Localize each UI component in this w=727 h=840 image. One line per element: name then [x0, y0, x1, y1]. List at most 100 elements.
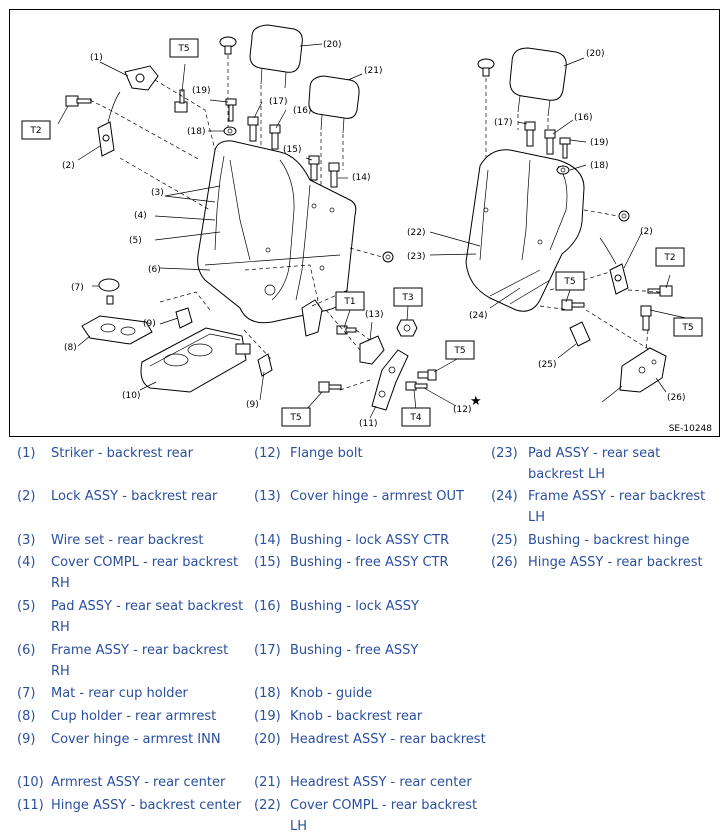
striker-backrest-rear	[124, 65, 159, 91]
callout-9-b: (9)	[246, 400, 259, 410]
callout-24: (24)	[469, 311, 487, 321]
legend-item-number: (12)	[254, 446, 281, 461]
washer-mid	[382, 251, 394, 263]
knob-guide-18-right	[556, 165, 570, 175]
washer-right	[618, 210, 630, 222]
legend-item-number: (2)	[17, 489, 36, 504]
callout-17-right: (17)	[494, 118, 512, 128]
torque-box-t2-left: T2	[29, 126, 41, 136]
legend-item: (26)Hinge ASSY - rear backrest	[491, 552, 718, 596]
nut-t3	[396, 319, 418, 337]
legend-item-text: Striker - backrest rear	[51, 446, 193, 461]
center-hinge-bracket	[301, 299, 323, 337]
callout-21: (21)	[364, 66, 382, 76]
bushing-free-ctr-15	[308, 155, 320, 181]
callout-1: (1)	[90, 53, 103, 63]
torque-box-t1: T1	[343, 297, 355, 307]
cover-hinge-armrest-out	[359, 335, 385, 365]
callout-17-left: (17)	[269, 97, 287, 107]
legend-item-number: (18)	[254, 686, 281, 701]
callout-16-right: (16)	[574, 113, 592, 123]
legend-item-number: (22)	[254, 798, 281, 813]
legend-item-text: Bushing - free ASSY	[290, 643, 419, 658]
callout-25: (25)	[538, 360, 556, 370]
diagram-canvas: (1) (2) (3) (4) (5) (6) (7) (8) (9) (9) …	[21, 24, 712, 434]
callout-11: (11)	[359, 419, 377, 429]
legend-item-number: (20)	[254, 732, 281, 747]
legend-item-text: Hinge ASSY - rear backrest	[528, 555, 703, 570]
bushing-backrest-hinge	[569, 321, 591, 347]
legend-item-text: Headrest ASSY - rear center	[290, 775, 472, 790]
callout-26: (26)	[667, 393, 685, 403]
callout-5: (5)	[129, 236, 142, 246]
torque-box-t5-striker: T5	[177, 44, 189, 54]
legend-item-text: Lock ASSY - backrest rear	[51, 489, 218, 504]
headrest-rear-center	[308, 75, 360, 134]
legend-item-number: (3)	[17, 533, 36, 548]
legend-item-number: (25)	[491, 533, 518, 548]
callout-3: (3)	[151, 188, 164, 198]
legend-item: (22)Cover COMPL - rear backrest LH	[254, 795, 486, 839]
cup-holder-rear-armrest	[81, 315, 153, 345]
callout-12: (12)	[453, 405, 471, 415]
legend-item-text: Armrest ASSY - rear center	[51, 775, 226, 790]
torque-boxes: T5 T2 T1 T3 T5 T4 T5 T5 T2 T5	[21, 38, 703, 427]
legend-item: (17) Bushing - free ASSY	[254, 640, 486, 684]
callout-20-right: (20)	[586, 49, 604, 59]
bolt-t2-right	[647, 285, 673, 297]
callout-20-left: (20)	[323, 40, 341, 50]
bushing-free-17	[247, 116, 259, 142]
callout-6: (6)	[148, 265, 161, 275]
armrest-rear-center	[140, 327, 251, 393]
knob-guide-18	[223, 126, 237, 136]
legend-item-number: (9)	[17, 732, 36, 747]
legend-item-number: (17)	[254, 643, 281, 658]
legend-item-number: (4)	[17, 555, 36, 570]
legend-item: (6)Frame ASSY - rear backrest RH	[17, 640, 247, 684]
legend-item-text: Cover hinge - armrest INN	[51, 732, 221, 747]
torque-box-t5-hinge: T5	[453, 346, 465, 356]
parts-legend: (1)Striker - backrest rear(2)Lock ASSY -…	[0, 443, 727, 840]
bolt-t5-hinge	[417, 369, 437, 381]
legend-item-text: Bushing - lock ASSY CTR	[290, 533, 450, 548]
legend-item: (23)Pad ASSY - rear seat backrest LH	[491, 443, 718, 487]
callout-7: (7)	[71, 283, 84, 293]
callout-2-left: (2)	[62, 161, 75, 171]
legend-item: (11)Hinge ASSY - backrest center	[17, 795, 247, 839]
legend-item: (13)Cover hinge - armrest OUT	[254, 486, 486, 530]
torque-box-t4: T4	[409, 413, 421, 423]
legend-item: (3) Wire set - rear backrest	[17, 530, 247, 574]
legend-item-text: Frame ASSY - rear backrest LH	[528, 489, 706, 525]
callout-labels: (1) (2) (3) (4) (5) (6) (7) (8) (9) (9) …	[62, 40, 685, 429]
legend-item-number: (7)	[17, 686, 36, 701]
bolt-t1	[336, 325, 357, 335]
bushing-lock-16-right	[544, 129, 556, 155]
headrest-guide-cap	[219, 36, 237, 55]
legend-item: (25) Bushing - backrest hinge	[491, 530, 718, 574]
callout-18-left: (18)	[187, 127, 205, 137]
legend-item-text: Wire set - rear backrest	[51, 533, 204, 548]
torque-box-t5-lower: T5	[289, 413, 301, 423]
hinge-assy-rear-backrest	[601, 347, 667, 403]
star-icon: ★	[470, 394, 482, 409]
legend-item-text: Cup holder - rear armrest	[51, 709, 217, 724]
lock-assy-rh	[97, 91, 121, 157]
hinge-assy-backrest-center	[371, 349, 409, 411]
torque-box-t5-right-lower: T5	[681, 323, 693, 333]
legend-item: (24)Frame ASSY - rear backrest LH	[491, 486, 718, 530]
legend-item-text: Knob - backrest rear	[290, 709, 423, 724]
callout-8: (8)	[64, 343, 77, 353]
knob-backrest-rear-19	[225, 98, 237, 122]
legend-item-text: Headrest ASSY - rear backrest	[290, 732, 486, 747]
legend-item: (10)Armrest ASSY - rear center	[17, 772, 247, 816]
exploded-parts-diagram: (1) (2) (3) (4) (5) (6) (7) (8) (9) (9) …	[9, 9, 720, 437]
legend-item-text: Knob - guide	[290, 686, 373, 701]
callout-4: (4)	[134, 211, 147, 221]
leader-lines	[57, 43, 687, 419]
legend-item-number: (21)	[254, 775, 281, 790]
legend-item-text: Bushing - free ASSY CTR	[290, 555, 449, 570]
cover-hinge-armrest-inn-b	[257, 353, 273, 377]
flange-bolt-12	[405, 381, 428, 391]
legend-item-text: Bushing - backrest hinge	[528, 533, 690, 548]
torque-box-t5-right: T5	[563, 277, 575, 287]
